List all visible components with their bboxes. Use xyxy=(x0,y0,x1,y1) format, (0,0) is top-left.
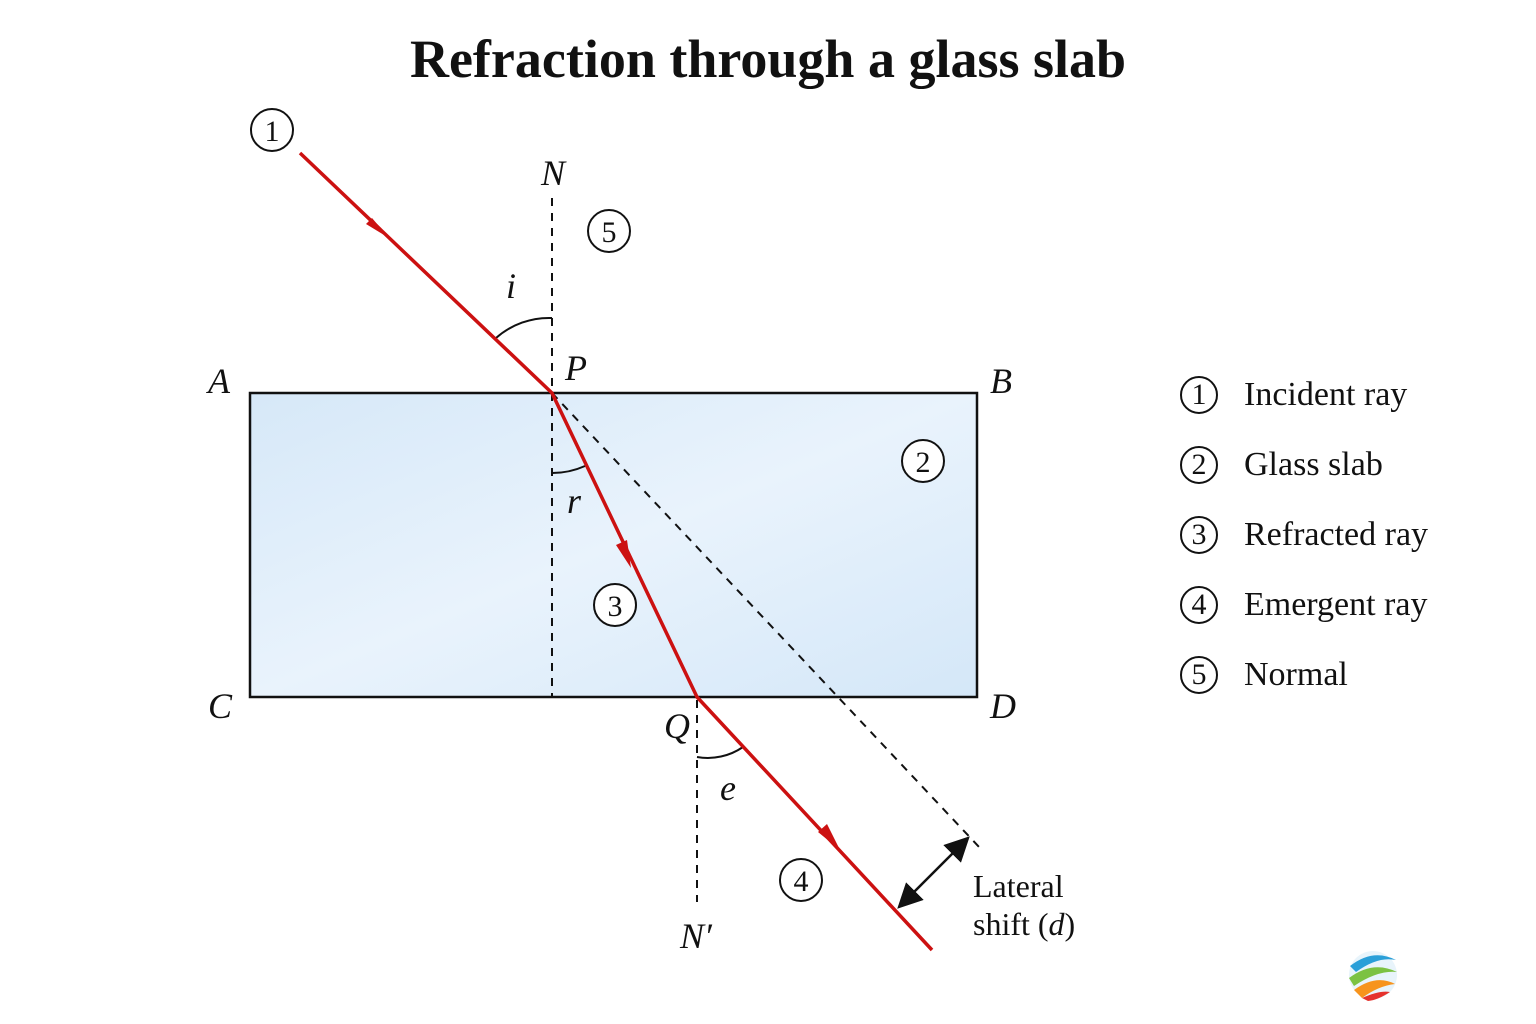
legend-num: 2 xyxy=(1180,446,1218,484)
svg-text:5: 5 xyxy=(602,216,617,249)
legend-num: 3 xyxy=(1180,516,1218,554)
svg-text:1: 1 xyxy=(265,115,280,148)
lateral-shift-arrow xyxy=(897,836,970,909)
refracted-ray-arrow xyxy=(616,540,631,568)
label-angle-r: r xyxy=(567,481,582,521)
page-title: Refraction through a glass slab xyxy=(409,29,1127,89)
lateral-shift-label-line2: shift (d) xyxy=(973,906,1075,942)
legend-label: Incident ray xyxy=(1244,376,1408,413)
legend: 1 Incident ray 2 Glass slab 3 Refracted … xyxy=(1180,360,1428,710)
legend-label: Glass slab xyxy=(1244,446,1383,483)
svg-text:3: 3 xyxy=(608,590,623,623)
label-n-prime: N′ xyxy=(679,916,713,956)
callout-3: 3 xyxy=(593,583,637,627)
legend-num: 1 xyxy=(1180,376,1218,414)
lateral-shift-label-line1: Lateral xyxy=(973,868,1064,904)
label-b: B xyxy=(990,361,1012,401)
glass-slab xyxy=(248,391,979,699)
label-a: A xyxy=(206,361,231,401)
legend-label: Refracted ray xyxy=(1244,516,1429,553)
legend-item-refracted-ray: 3 Refracted ray xyxy=(1180,500,1428,570)
emergent-ray-arrow xyxy=(818,824,840,850)
legend-label: Emergent ray xyxy=(1244,586,1428,623)
label-c: C xyxy=(208,686,233,726)
label-p: P xyxy=(564,348,587,388)
label-angle-e: e xyxy=(720,768,736,808)
legend-item-normal: 5 Normal xyxy=(1180,640,1428,710)
label-q: Q xyxy=(664,706,690,746)
globe-logo-icon xyxy=(1349,951,1397,1001)
label-d: D xyxy=(989,686,1016,726)
legend-label: Normal xyxy=(1244,656,1348,693)
label-n: N xyxy=(540,153,567,193)
angle-e-arc xyxy=(696,746,744,759)
angle-i-arc xyxy=(495,316,553,339)
legend-item-emergent-ray: 4 Emergent ray xyxy=(1180,570,1428,640)
callout-5: 5 xyxy=(587,209,631,253)
label-angle-i: i xyxy=(506,266,516,306)
incident-ray-arrow xyxy=(366,218,389,238)
callout-4: 4 xyxy=(779,858,823,902)
svg-text:4: 4 xyxy=(794,865,809,898)
legend-num: 5 xyxy=(1180,656,1218,694)
legend-item-glass-slab: 2 Glass slab xyxy=(1180,430,1428,500)
legend-num: 4 xyxy=(1180,586,1218,624)
callout-1: 1 xyxy=(250,108,294,152)
angle-r-arc xyxy=(551,465,586,475)
legend-item-incident-ray: 1 Incident ray xyxy=(1180,360,1428,430)
callout-2: 2 xyxy=(901,439,945,483)
svg-text:2: 2 xyxy=(916,446,931,479)
